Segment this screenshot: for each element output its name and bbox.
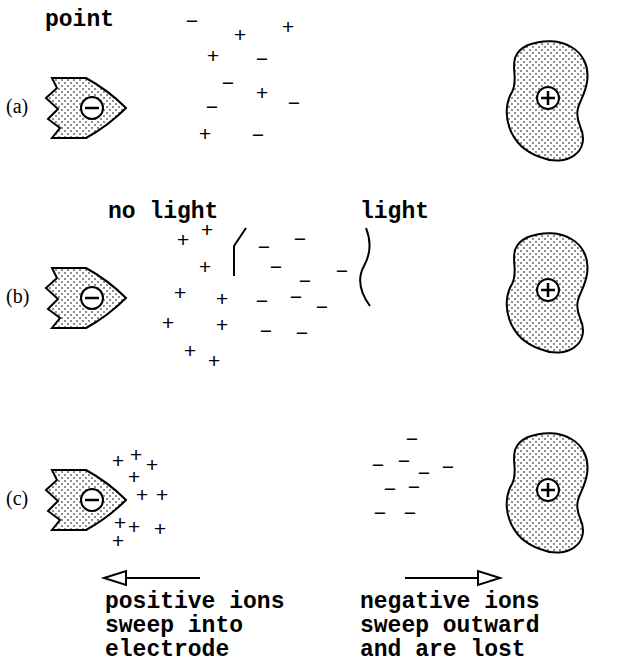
ion-sign: − — [294, 230, 307, 251]
ion-sign: + — [174, 284, 187, 305]
ion-sign: + — [216, 290, 229, 311]
ion-sign: + — [207, 47, 220, 68]
plate-electrode — [507, 433, 588, 552]
panel-letter: (b) — [6, 286, 29, 307]
ion-sign: − — [256, 50, 269, 71]
ion-sign: + — [282, 18, 295, 39]
ion-sign: + — [199, 125, 212, 146]
ion-sign: − — [372, 456, 385, 477]
ion-sign: − — [384, 480, 397, 501]
ion-sign: + — [128, 518, 141, 539]
ion-sign: − — [270, 258, 283, 279]
ion-sign: + — [184, 342, 197, 363]
ion-sign: + — [208, 352, 221, 373]
ion-sign: − — [222, 74, 235, 95]
ion-sign: + — [216, 316, 229, 337]
annotation-label: light — [360, 200, 429, 224]
ion-sign: + — [136, 486, 149, 507]
ion-sign: − — [408, 478, 421, 499]
ion-sign: + — [256, 84, 269, 105]
ion-sign: − — [296, 324, 309, 345]
ion-sign: + — [162, 314, 175, 335]
ion-sign: − — [206, 98, 219, 119]
ion-sign: − — [260, 322, 273, 343]
ion-sign: − — [316, 298, 329, 319]
ion-sign: + — [234, 26, 247, 47]
ion-sign: − — [256, 292, 269, 313]
left-arrow — [104, 571, 200, 585]
ion-sign: + — [156, 486, 169, 507]
ion-sign: − — [406, 430, 419, 451]
ion-sign: − — [290, 288, 303, 309]
light-boundary — [360, 228, 370, 306]
ion-sign: − — [404, 504, 417, 525]
ion-sign: + — [177, 231, 190, 252]
ion-sign: + — [146, 456, 159, 477]
caption-note: negative ions sweep outward and are lost — [360, 590, 560, 662]
panel-letter: (a) — [6, 96, 28, 117]
ion-sign: − — [374, 504, 387, 525]
annotation-label: point — [45, 8, 114, 32]
ion-sign: + — [154, 520, 167, 541]
plate-electrode — [507, 41, 588, 160]
right-arrow — [405, 571, 500, 585]
ion-sign: − — [336, 262, 349, 283]
ion-sign: − — [186, 12, 199, 33]
no-light-boundary — [234, 228, 246, 276]
point-electrode — [46, 268, 126, 328]
ion-sign: − — [398, 452, 411, 473]
ion-sign: − — [442, 458, 455, 479]
ion-sign: + — [201, 221, 214, 242]
ion-sign: + — [112, 452, 125, 473]
ion-sign: + — [199, 258, 212, 279]
ion-sign: − — [258, 238, 271, 259]
ion-sign: − — [252, 126, 265, 147]
ion-sign: + — [112, 532, 125, 553]
panel-letter: (c) — [6, 488, 28, 509]
caption-note: positive ions sweep into electrode — [105, 590, 305, 662]
ion-sign: − — [288, 94, 301, 115]
ion-sign: + — [130, 446, 143, 467]
point-electrode — [46, 78, 126, 138]
plate-electrode — [507, 233, 588, 352]
